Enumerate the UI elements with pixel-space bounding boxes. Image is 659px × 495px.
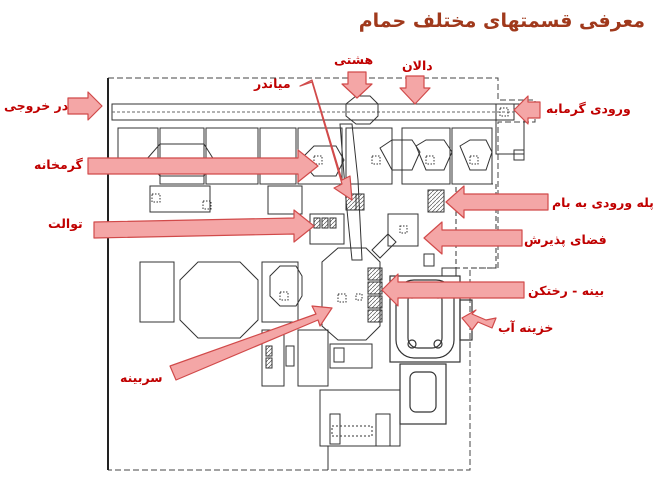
sarbineh-octagon xyxy=(321,247,381,341)
label-miander: میاندر xyxy=(254,76,291,91)
diagram-title: معرفی قسمتهای مختلف حمام xyxy=(358,10,645,32)
arrow-hashti xyxy=(341,71,373,99)
arrow-cold-room xyxy=(169,305,333,381)
west-rooms xyxy=(139,261,303,339)
label-entrance: ورودی گرمابه xyxy=(546,101,631,116)
label-cold-room: سربینه xyxy=(120,370,163,385)
arrow-roof-stair xyxy=(445,185,549,219)
east-annex xyxy=(455,183,497,269)
bineh-cells xyxy=(367,267,383,323)
label-hot-room: گرمخانه xyxy=(34,157,83,172)
arrow-entrance xyxy=(513,95,541,125)
south-rooms xyxy=(261,329,401,470)
floor-plan xyxy=(107,77,536,471)
arrow-corridor xyxy=(399,75,431,105)
arrow-changing xyxy=(381,273,525,307)
label-exit: در خروجی xyxy=(4,98,69,113)
label-water-tank: خزینه آب xyxy=(498,320,554,335)
arrow-reception xyxy=(423,221,523,255)
hashti-octagon xyxy=(345,95,379,125)
arrow-hot-room xyxy=(87,149,319,183)
label-toilet: توالت xyxy=(48,216,83,231)
callout-arrows xyxy=(67,71,549,381)
roof-stair xyxy=(427,189,445,213)
label-corridor: دالان xyxy=(402,58,433,73)
top-octagons xyxy=(345,103,525,185)
label-reception: فضای پذیرش xyxy=(524,232,607,247)
water-tank xyxy=(389,275,473,425)
label-hashti: هشتی xyxy=(334,52,374,67)
arrow-exit xyxy=(67,91,103,121)
arrow-toilet xyxy=(93,209,315,243)
label-changing: بینه - رختکن xyxy=(528,283,605,298)
reception-room xyxy=(387,213,419,247)
arrow-water-tank xyxy=(461,309,497,331)
site-boundary xyxy=(108,77,536,471)
label-roof-stair: پله ورودی به بام xyxy=(552,195,654,210)
arrow-miander xyxy=(299,79,353,201)
